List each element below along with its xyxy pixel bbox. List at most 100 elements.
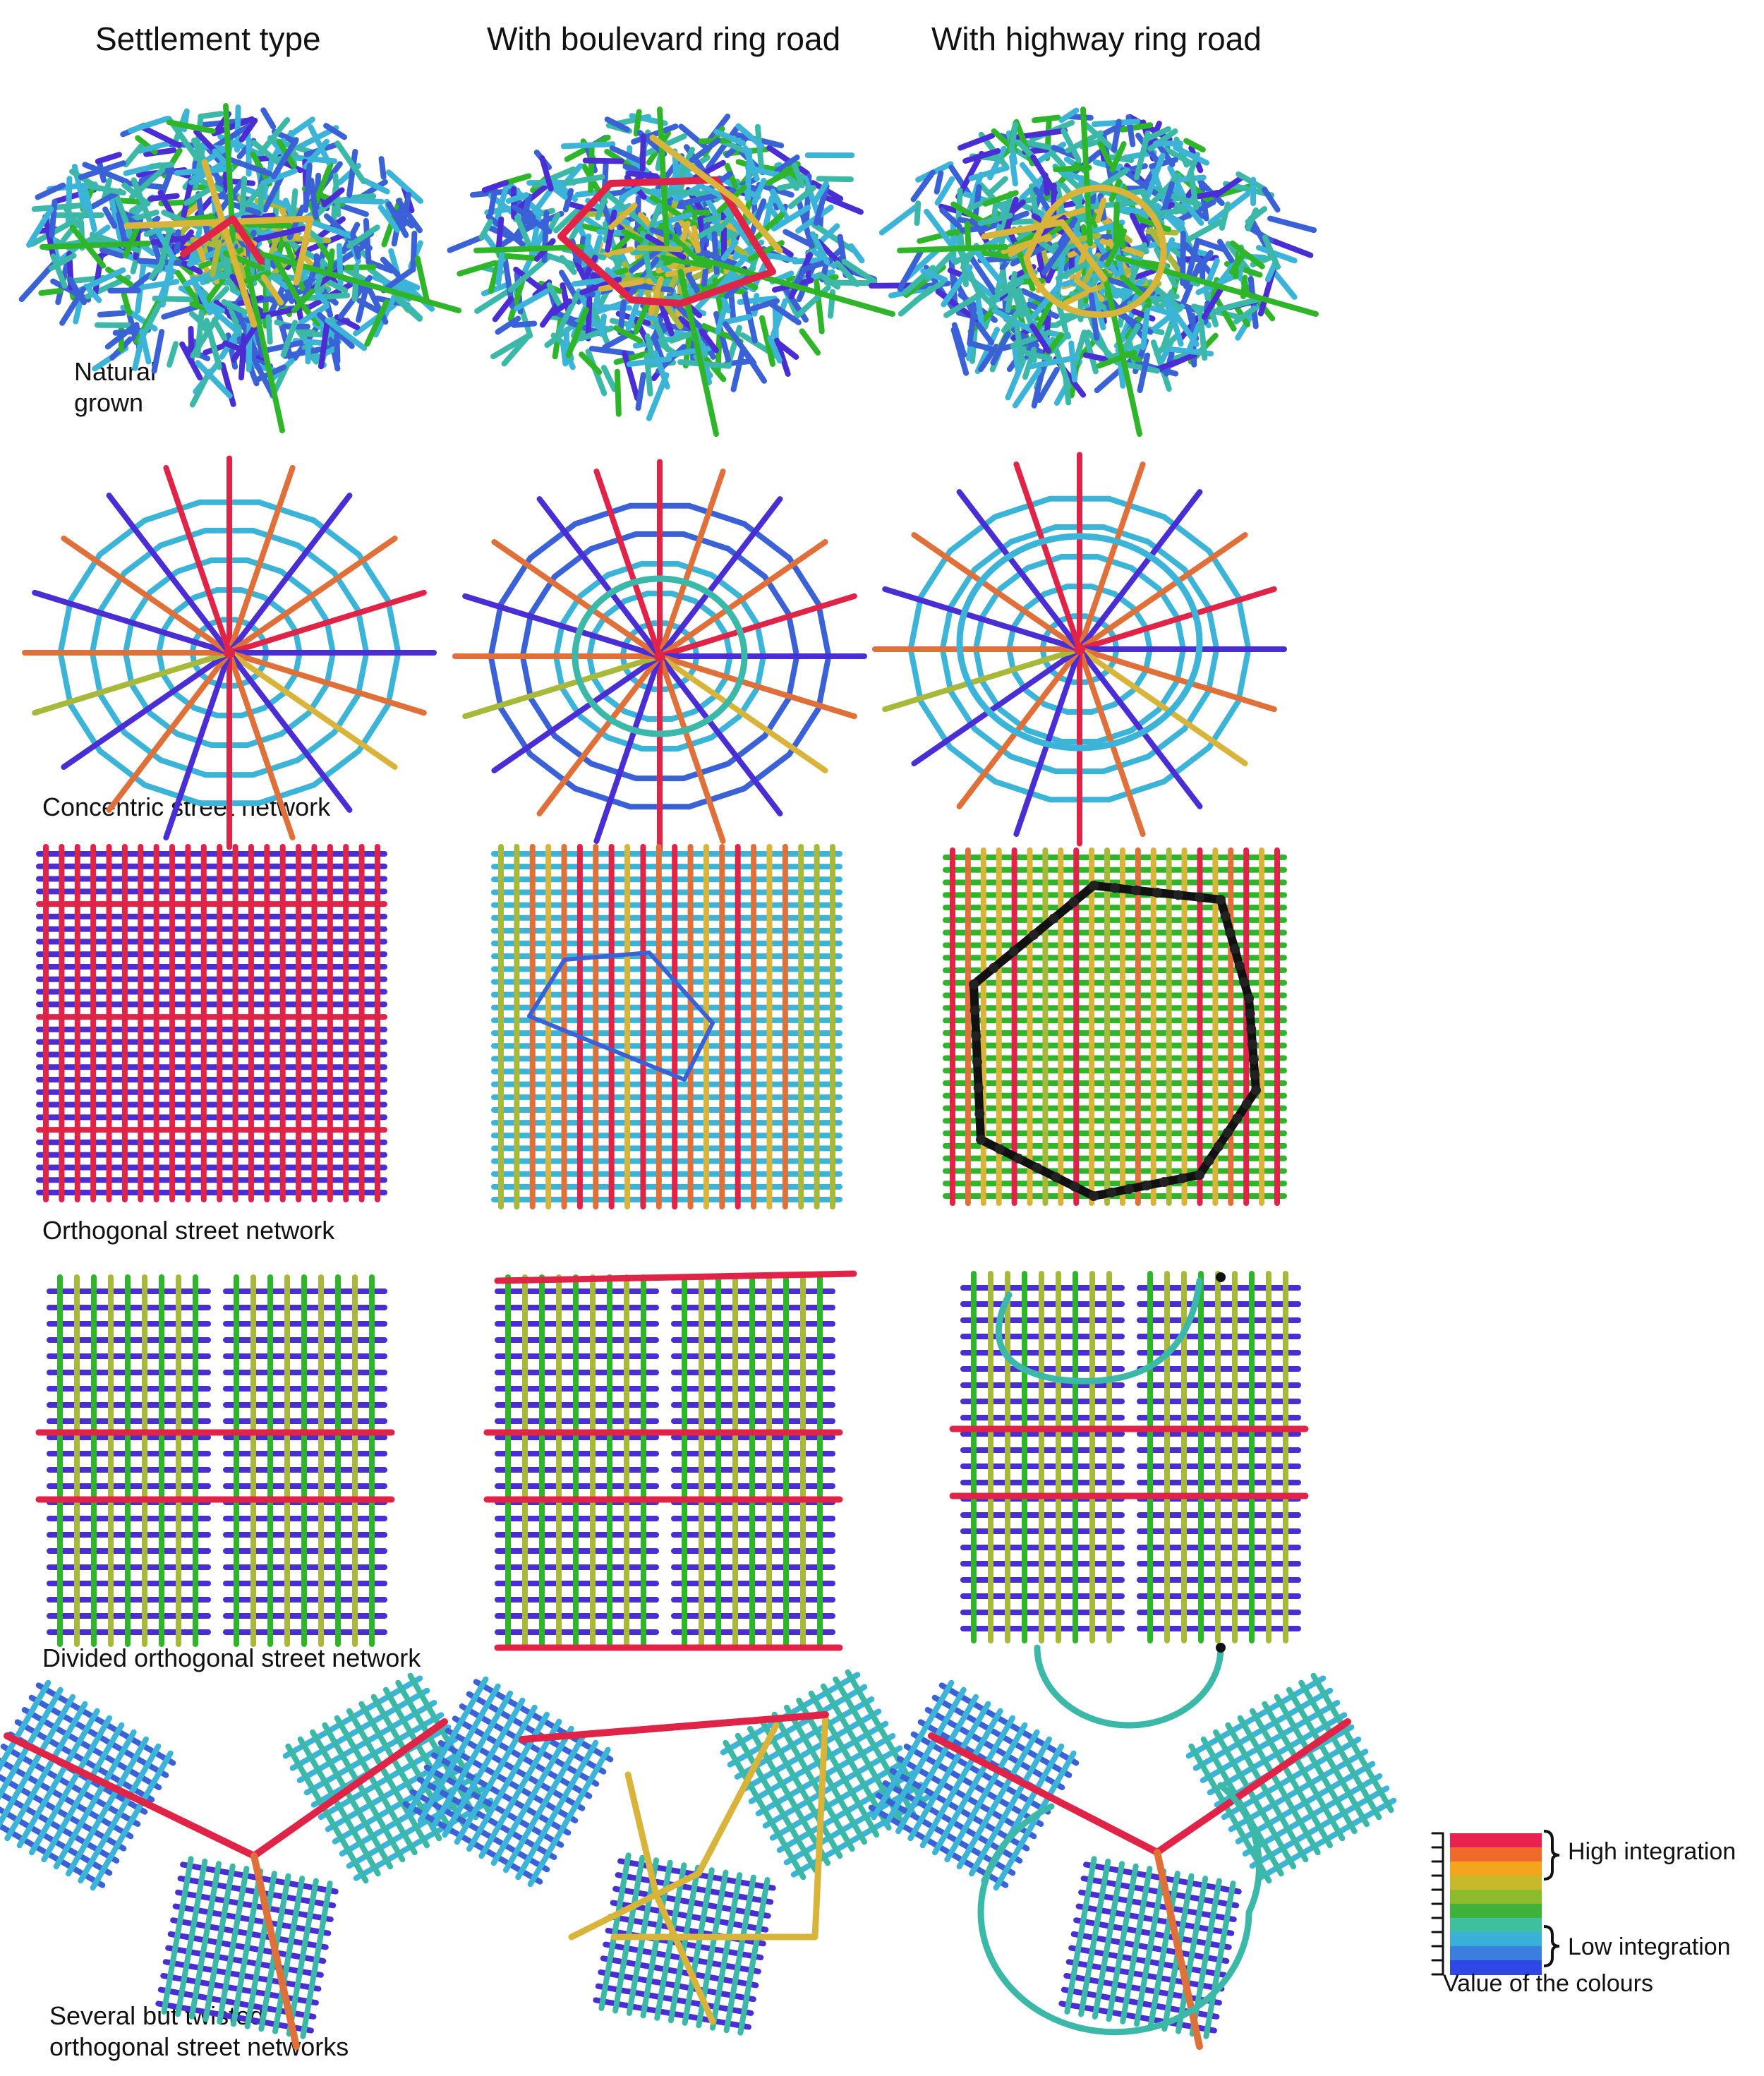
street-segment [1026,301,1060,320]
street-segment [385,169,424,204]
street-segment [250,139,284,168]
street-segment [663,188,708,197]
highway-node [1029,930,1039,940]
ring-segment [89,607,104,656]
street-segment [560,141,616,150]
street-segment [198,111,224,120]
street-segment [783,229,813,247]
grid-street [1064,1856,1097,2015]
ring-segment [97,748,148,788]
street-segment [1111,119,1122,153]
ring-segment [1235,646,1252,705]
radial-spoke [462,653,663,720]
legend-color-band [1450,1960,1542,1975]
street-segment [231,325,258,363]
grid-street [667,1864,701,2024]
street-segment [605,210,617,253]
street-segment [195,309,205,358]
street-segment [238,117,258,143]
grid-street [1237,1715,1321,1856]
grid-street [1203,1881,1236,2039]
street-segment [1109,141,1127,173]
radial-spoke [1077,461,1146,652]
street-segment [685,272,701,294]
grid-street [0,1686,64,1801]
street-segment [571,277,608,287]
grid-street [454,1704,538,1845]
street-segment [1061,128,1082,163]
highway-node [1220,911,1231,922]
natural-network-boulevard [447,107,895,437]
street-segment [1255,244,1298,264]
highway-node [1008,946,1019,957]
ring-segment [669,708,698,722]
highway-node [974,1109,985,1119]
street-segment [531,166,576,188]
highway-node [1245,1008,1255,1019]
street-segment [38,288,64,296]
street-segment [539,301,560,328]
twisted-orthogonal-network-settlement [0,1672,494,2050]
grid-street [417,1683,501,1824]
street-segment [1154,246,1178,288]
street-segment [1015,128,1068,140]
radial-spoke [491,653,663,773]
street-segment [699,328,719,354]
ring-segment [939,646,954,695]
street-segment [244,222,293,229]
highway-node [1032,1163,1042,1173]
street-segment [490,332,532,360]
grid-street [53,1729,137,1870]
street-segment [957,233,969,288]
ring-segment [725,732,768,767]
ring-segment [754,621,766,659]
ring-segment [785,653,800,702]
row-label-twisted-orthogonal: Several but twisted orthogonal street ne… [49,2001,349,2061]
ring-segment [1161,514,1212,554]
street-segment [286,116,315,140]
connector-street [1154,1849,1203,2050]
street-segment [1097,141,1113,167]
ring-segment [1106,778,1167,803]
street-segment [962,147,1001,164]
ring-segment [174,731,215,748]
street-segment [665,262,708,278]
street-segment [1245,207,1259,231]
radial-spoke [61,536,232,656]
ring-segment [553,621,565,659]
street-segment [898,285,934,317]
ring-segment [815,653,832,712]
street-segment [748,212,785,246]
street-segment [1036,366,1060,403]
street-segment [585,296,593,342]
ring-segment [815,601,832,659]
street-segment [1012,367,1042,409]
street-segment [1267,215,1317,234]
grid-street [1274,1694,1358,1835]
street-segment [514,214,534,253]
ring-segment [1145,725,1188,760]
street-segment [308,177,319,220]
divided-orthogonal-network-settlement [35,1274,395,1647]
street-segment [841,258,878,284]
ring-segment [527,752,579,792]
highway-ring-road [977,1782,1262,2036]
legend-ticks [1431,1832,1444,1976]
radial-spoke [226,493,353,656]
ring-segment [1089,584,1118,597]
grid-street [871,1679,955,1821]
street-segment [395,198,423,234]
grid-street [478,1718,562,1859]
ring-segment [686,502,747,527]
street-segment [290,188,298,215]
street-segment [104,323,137,350]
street-segment [243,183,266,207]
arterial [657,107,670,246]
ring-segment [669,591,698,604]
ring-segment [1100,524,1152,545]
street-segment [622,350,641,402]
grid-street [895,1694,979,1835]
highway-node [1251,1085,1261,1095]
ring-segment [324,650,336,688]
radial-spoke [106,650,232,813]
